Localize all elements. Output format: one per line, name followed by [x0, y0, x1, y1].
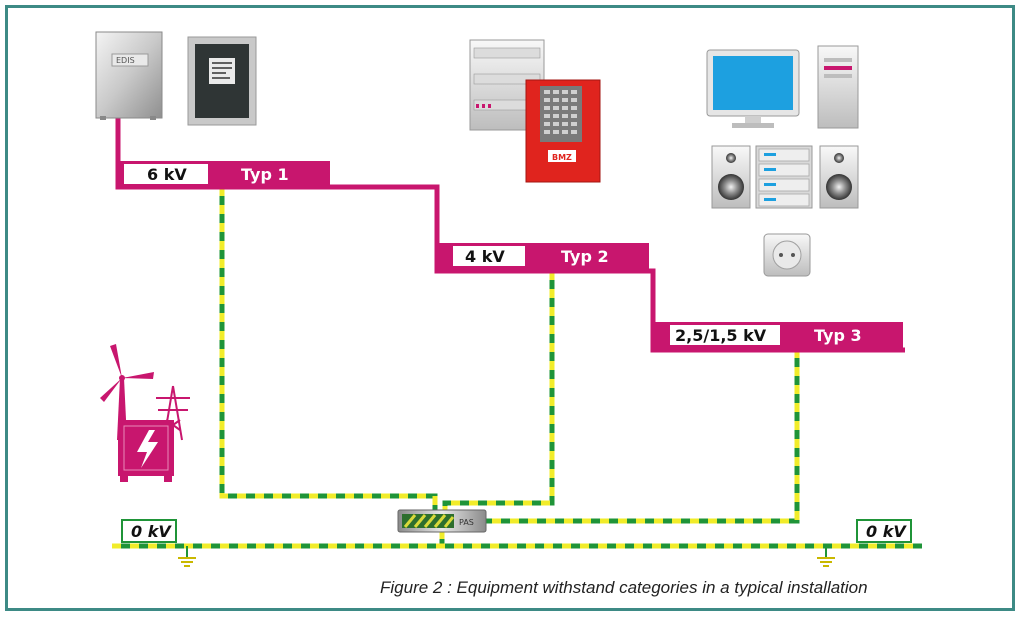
- pc-tower-icon: [817, 45, 859, 129]
- fire-panel-label: BMZ: [552, 153, 572, 162]
- earth-symbol-icon: [178, 546, 196, 567]
- figure-caption: Figure 2 : Equipment withstand categorie…: [380, 578, 868, 597]
- speaker-icon: [711, 145, 751, 209]
- pas-label: PAS: [459, 518, 474, 527]
- phase-line: [115, 118, 905, 353]
- type-label-typ2: Typ 2: [561, 247, 609, 266]
- monitor-icon: [706, 49, 800, 128]
- pas-bar-icon: PAS: [397, 509, 487, 533]
- ground-label-right: 0 kV: [856, 519, 912, 543]
- category-label-typ1: 6 kV Typ 1: [120, 161, 330, 187]
- earth-symbol-icon: [817, 546, 835, 567]
- transformer-icon: [118, 420, 174, 482]
- fire-alarm-panel-icon: BMZ: [525, 79, 601, 183]
- electricity-meter-icon: [187, 36, 257, 126]
- hifi-stack-icon: [755, 145, 813, 209]
- socket-icon: [763, 233, 811, 277]
- svg-text:EDIS: EDIS: [116, 56, 135, 65]
- ground-label-left: 0 kV: [121, 519, 177, 543]
- category-label-typ3: 2,5/1,5 kV Typ 3: [655, 322, 903, 348]
- voltage-label-typ2: 4 kV: [465, 247, 505, 266]
- category-label-typ2: 4 kV Typ 2: [439, 243, 649, 269]
- meter-cabinet-icon: EDIS: [95, 31, 163, 120]
- speaker-icon: [819, 145, 859, 209]
- svg-text:0 kV: 0 kV: [866, 522, 907, 541]
- type-label-typ3: Typ 3: [814, 326, 862, 345]
- svg-text:0 kV: 0 kV: [131, 522, 172, 541]
- earth-network: [112, 187, 922, 549]
- type-label-typ1: Typ 1: [241, 165, 289, 184]
- voltage-label-typ1: 6 kV: [147, 165, 187, 184]
- voltage-label-typ3: 2,5/1,5 kV: [675, 326, 767, 345]
